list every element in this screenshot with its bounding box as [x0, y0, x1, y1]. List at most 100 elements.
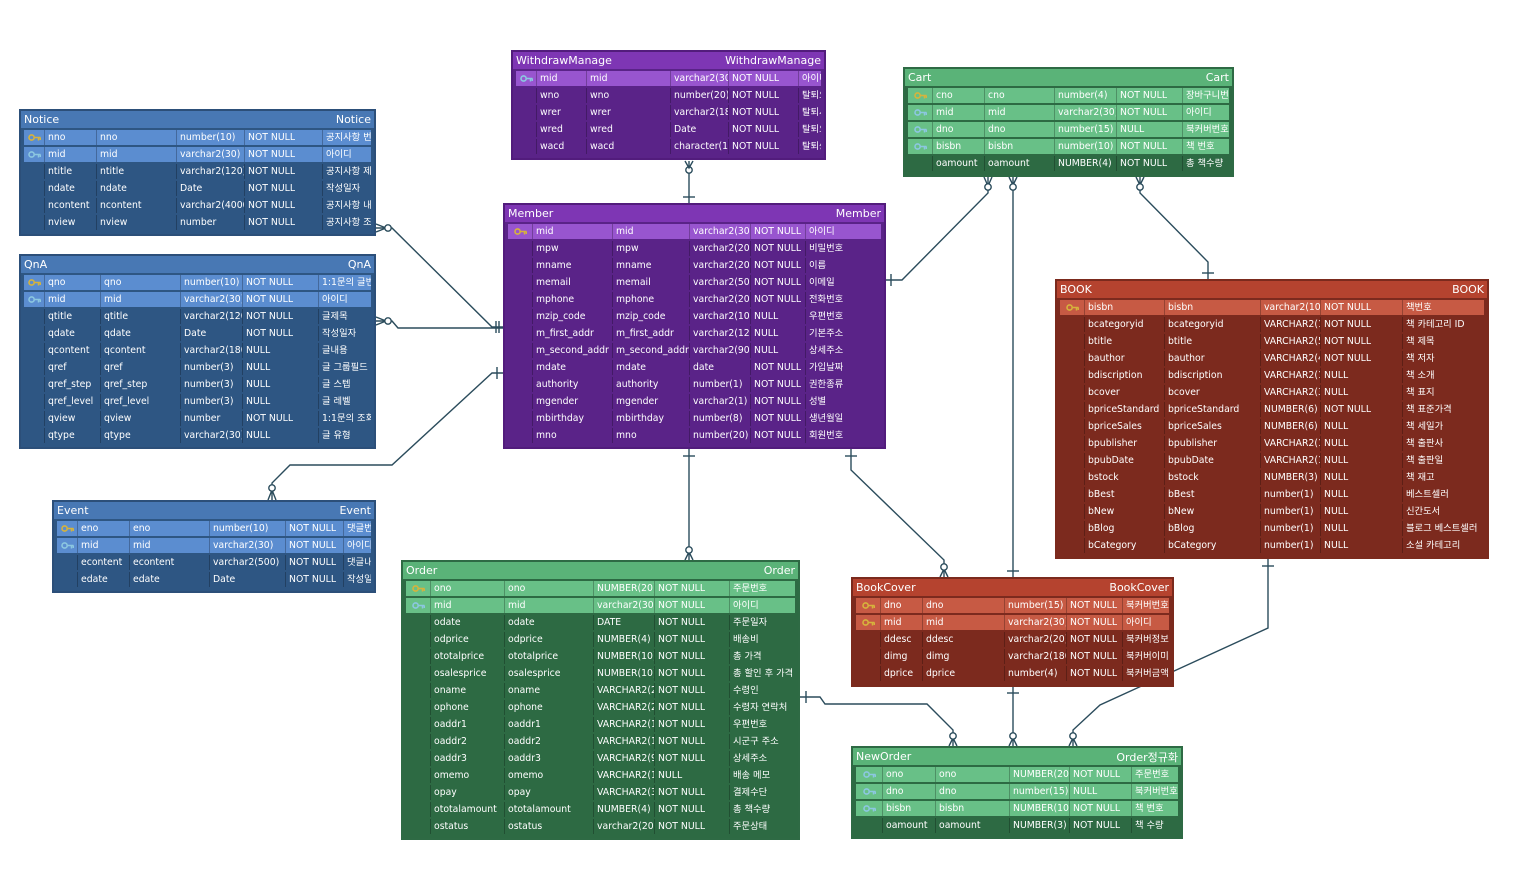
- column-row[interactable]: m_first_addrm_first_addrvarchar2(120)NUL…: [508, 325, 881, 342]
- column-row[interactable]: bdiscriptionbdiscriptionVARCHAR2(1800)NU…: [1060, 367, 1484, 384]
